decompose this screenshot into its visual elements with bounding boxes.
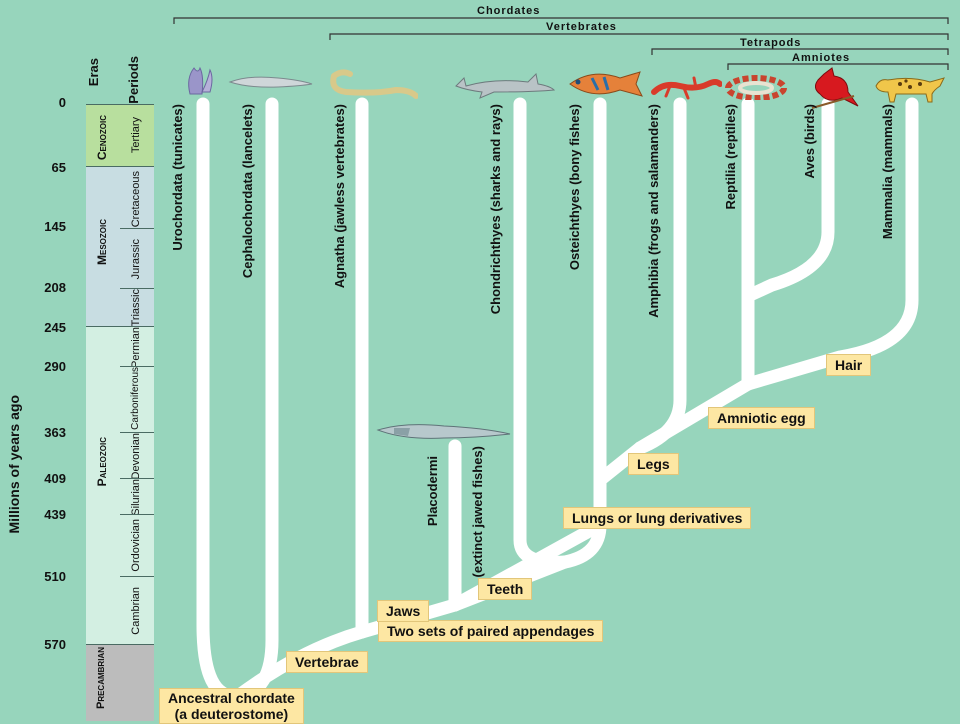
trait-lungs: Lungs or lung derivatives xyxy=(563,507,752,529)
era-cenozoic-label: Cenozoic xyxy=(95,115,109,161)
age-label: 290 xyxy=(44,359,66,374)
period-carboniferous-label: Carboniferous xyxy=(130,367,141,430)
snake-icon xyxy=(725,75,787,100)
age-label: 145 xyxy=(44,219,66,234)
period-carboniferous: Carboniferous xyxy=(120,366,154,433)
period-cretaceous-label: Cretaceous xyxy=(130,171,142,228)
period-jurassic-label: Jurassic xyxy=(130,239,142,280)
age-label: 570 xyxy=(44,637,66,652)
period-ordovician-label: Ordovician xyxy=(130,519,142,572)
period-cambrian: Cambrian xyxy=(120,576,154,645)
period-tertiary-label: Tertiary xyxy=(130,117,142,154)
period-devonian-label: Devonian xyxy=(130,433,142,480)
salamander-icon xyxy=(651,76,722,100)
bracket-tetrapods-line xyxy=(651,48,949,55)
branch-urochordata xyxy=(196,97,245,703)
period-precambrian-blank xyxy=(120,644,154,721)
period-permian: Permian xyxy=(120,326,154,368)
bony-fish-icon xyxy=(569,71,643,97)
age-label: 245 xyxy=(44,320,66,335)
branch-chondrichthyes xyxy=(513,97,572,569)
axis-title: Millions of years ago xyxy=(6,395,22,534)
period-tertiary: Tertiary xyxy=(120,104,154,167)
bracket-tetrapods-label: Tetrapods xyxy=(740,37,802,49)
placoderm-icon xyxy=(376,424,511,439)
taxon-amphibia-label: Amphibia (frogs and salamanders) xyxy=(646,104,661,318)
era-paleozoic: Paleozoic xyxy=(86,326,120,645)
age-label: 0 xyxy=(58,95,66,110)
period-cambrian-label: Cambrian xyxy=(130,587,142,635)
age-label: 208 xyxy=(44,280,66,295)
trait-hair: Hair xyxy=(826,354,872,376)
era-mesozoic-label: Mesozoic xyxy=(95,219,109,265)
period-triassic: Triassic xyxy=(120,288,154,327)
shark-icon xyxy=(455,72,556,99)
trait-ancestral-chordate-line1: Ancestral chordate xyxy=(168,690,295,706)
bracket-vertebrates-line xyxy=(329,33,949,40)
taxon-agnatha-label: Agnatha (jawless vertebrates) xyxy=(332,104,347,289)
trait-jaws: Jaws xyxy=(377,600,430,622)
tunicate-icon xyxy=(188,66,213,95)
period-devonian: Devonian xyxy=(120,432,154,479)
bracket-amniotes-line xyxy=(727,63,949,70)
era-mesozoic: Mesozoic xyxy=(86,166,120,327)
trait-ancestral-chordate-line2: (a deuterostome) xyxy=(174,706,289,722)
trait-paired-appendages: Two sets of paired appendages xyxy=(378,620,604,642)
age-label: 510 xyxy=(44,569,66,584)
trait-teeth: Teeth xyxy=(478,578,533,600)
bracket-amniotes-label: Amniotes xyxy=(792,52,851,64)
taxon-aves-label: Aves (birds) xyxy=(802,104,817,179)
age-label: 363 xyxy=(44,425,66,440)
period-cretaceous: Cretaceous xyxy=(120,166,154,229)
taxon-osteichthyes-label: Osteichthyes (bony fishes) xyxy=(567,104,582,271)
bracket-chordates-line xyxy=(173,17,949,24)
eras-header: Eras xyxy=(86,58,101,87)
period-silurian: Silurian xyxy=(120,478,154,516)
era-cenozoic: Cenozoic xyxy=(86,104,120,167)
trait-legs: Legs xyxy=(628,453,679,475)
age-label: 409 xyxy=(44,471,66,486)
branch-tetrapod-stem xyxy=(633,377,755,455)
era-precambrian: Precambrian xyxy=(86,644,120,721)
leopard-icon xyxy=(875,77,945,103)
taxon-urochordata-label: Urochordata (tunicates) xyxy=(170,104,185,251)
branch-aves xyxy=(741,97,835,303)
periods-header: Periods xyxy=(126,56,141,104)
taxon-chondrichthyes-label: Chondrichthyes (sharks and rays) xyxy=(488,104,503,315)
trait-ancestral-chordate: Ancestral chordate (a deuterostome) xyxy=(159,688,304,724)
era-precambrian-label: Precambrian xyxy=(95,647,107,710)
trait-vertebrae: Vertebrae xyxy=(286,651,368,673)
period-triassic-label: Triassic xyxy=(130,289,142,327)
taxon-mammalia-label: Mammalia (mammals) xyxy=(880,104,895,240)
age-label: 439 xyxy=(44,507,66,522)
taxon-placodermi-label: Placodermi xyxy=(425,456,440,527)
period-permian-label: Permian xyxy=(130,327,142,368)
bracket-vertebrates-label: Vertebrates xyxy=(546,21,617,33)
period-ordovician: Ordovician xyxy=(120,514,154,577)
taxon-reptilia-label: Reptilia (reptiles) xyxy=(723,104,738,210)
taxon-cephalochordata-label: Cephalochordata (lancelets) xyxy=(240,104,255,279)
bracket-chordates-label: Chordates xyxy=(477,5,541,17)
cardinal-icon xyxy=(811,67,859,109)
lamprey-icon xyxy=(330,69,418,99)
group-brackets xyxy=(173,17,949,70)
period-silurian-label: Silurian xyxy=(130,479,142,516)
era-paleozoic-label: Paleozoic xyxy=(95,437,109,487)
trait-amniotic-egg: Amniotic egg xyxy=(708,407,815,429)
period-jurassic: Jurassic xyxy=(120,228,154,289)
lancelet-icon xyxy=(228,76,313,88)
taxon-placodermi-sublabel: (extinct jawed fishes) xyxy=(470,446,485,578)
age-label: 65 xyxy=(51,160,66,175)
